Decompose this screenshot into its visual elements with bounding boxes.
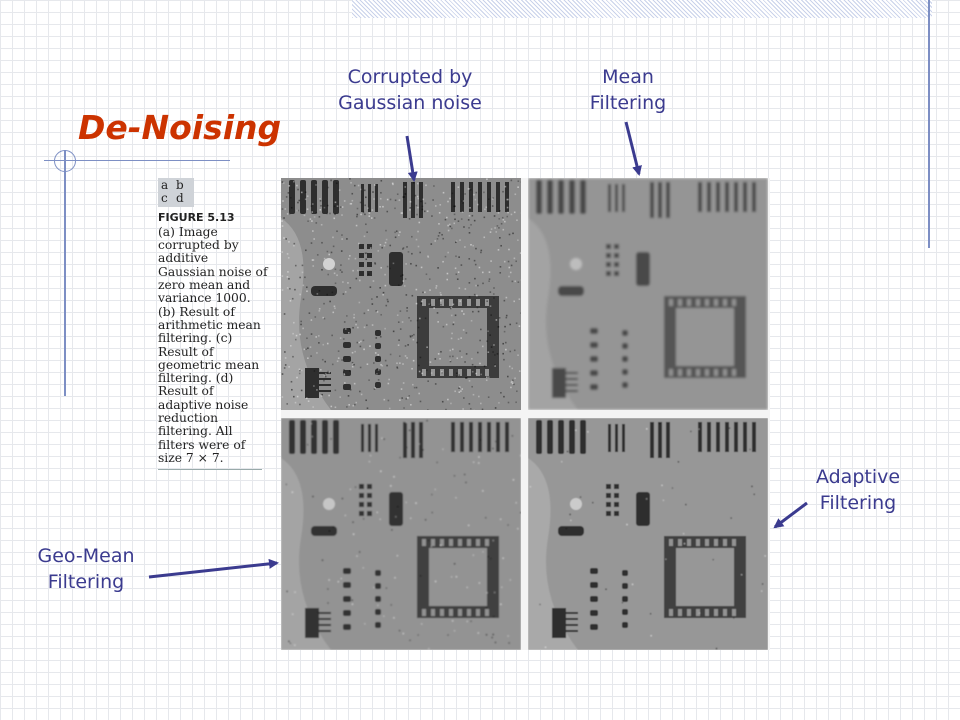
corner-ring-ornament <box>54 150 76 172</box>
label-corrupted: Corrupted by Gaussian noise <box>338 66 482 114</box>
top-decorative-bar <box>352 0 932 18</box>
caption-text: (a) Image corrupted by additive Gaussian… <box>158 224 268 465</box>
left-guide-line <box>64 150 66 396</box>
label-geo-mean-filtering: Geo-Mean Filtering <box>37 545 135 593</box>
title-underline <box>44 160 230 161</box>
label-mean-filtering: Mean Filtering <box>589 66 667 114</box>
arrow-geo-mean <box>148 558 279 579</box>
panel-a-noisy-image <box>281 178 521 410</box>
arrow-corrupted <box>405 135 418 182</box>
key-d: d <box>176 191 184 206</box>
panel-c-geo-mean-filtered <box>281 418 521 650</box>
key-a: a <box>161 178 169 192</box>
slide-title: De-Noising <box>78 108 282 147</box>
arrow-mean <box>624 121 642 176</box>
arrow-adaptive <box>773 501 808 529</box>
figure-caption: a b c d FIGURE 5.13 (a) Image corrupted … <box>158 178 268 471</box>
key-c: c <box>161 191 168 206</box>
key-b: b <box>176 178 184 192</box>
figure-number: FIGURE 5.13 <box>158 210 235 224</box>
panel-d-adaptive-filtered <box>528 418 768 650</box>
right-guide-line <box>928 0 930 248</box>
caption-rule <box>158 469 262 471</box>
panel-key: a b c d <box>158 178 194 207</box>
label-adaptive-filtering: Adaptive Filtering <box>815 466 901 514</box>
panel-b-mean-filtered <box>528 178 768 410</box>
figure-grid <box>281 178 770 650</box>
